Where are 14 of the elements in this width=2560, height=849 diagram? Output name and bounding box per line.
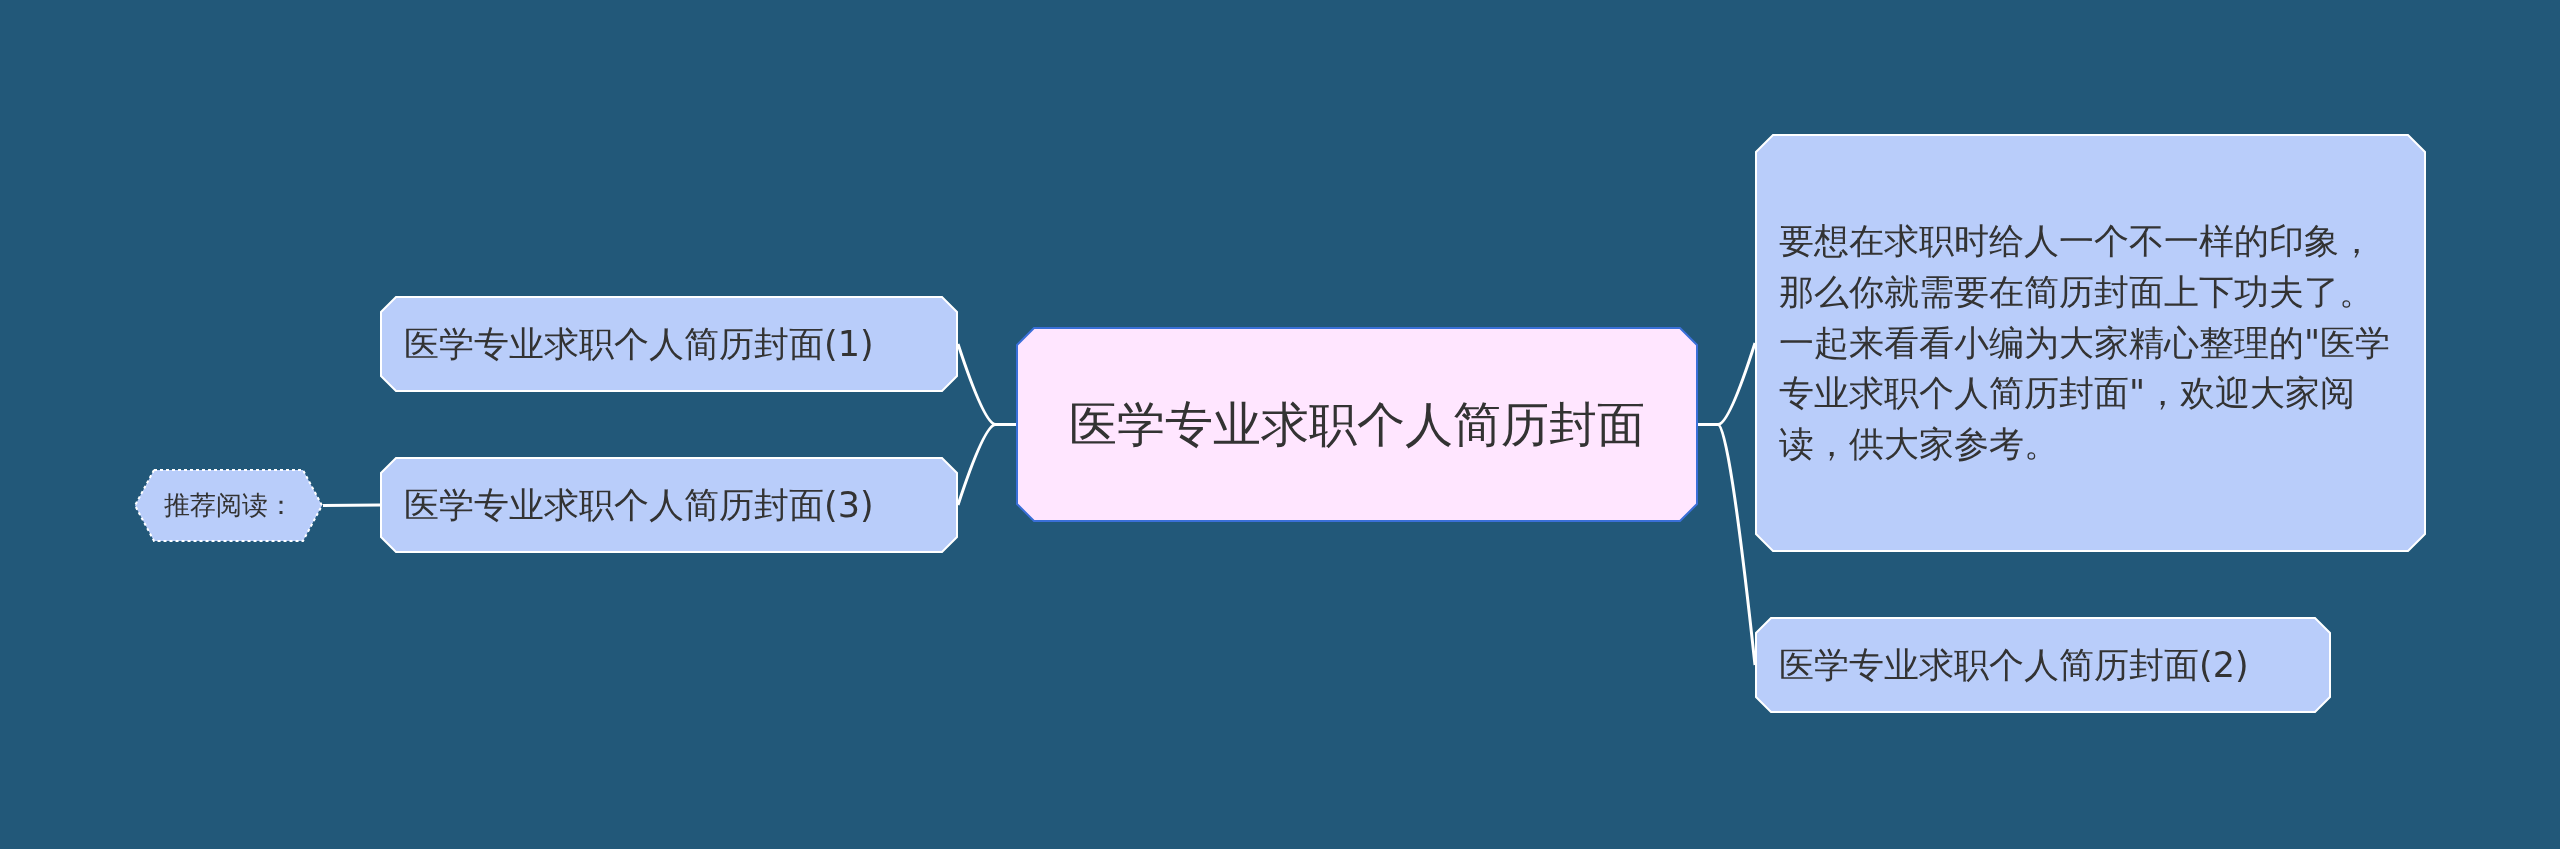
topic-box: [380, 296, 958, 392]
central-topic-box: [1016, 327, 1698, 522]
topic-box: [380, 457, 958, 553]
topic-text: 医学专业求职个人简历封面(1): [404, 322, 874, 366]
connector-line: [1698, 423, 1757, 666]
description-text: 要想在求职时给人一个不一样的印象，那么你就需要在简历封面上下功夫了。一起来看看小编为大家精心整理的"医学专业求职个人简历封面"，欢迎大家阅读，供大家参考。: [1779, 220, 2392, 467]
topic-box: [1755, 617, 2331, 713]
label-box: [134, 469, 323, 542]
topic-text: 医学专业求职个人简历封面(2): [1779, 643, 2249, 687]
connector-line: [323, 503, 380, 507]
description-box: [1755, 134, 2426, 552]
topic-text: 医学专业求职个人简历封面(3): [404, 483, 874, 527]
topic-text: 推荐阅读：: [163, 488, 294, 522]
topic-text: 医学专业求职个人简历封面: [1069, 394, 1645, 454]
